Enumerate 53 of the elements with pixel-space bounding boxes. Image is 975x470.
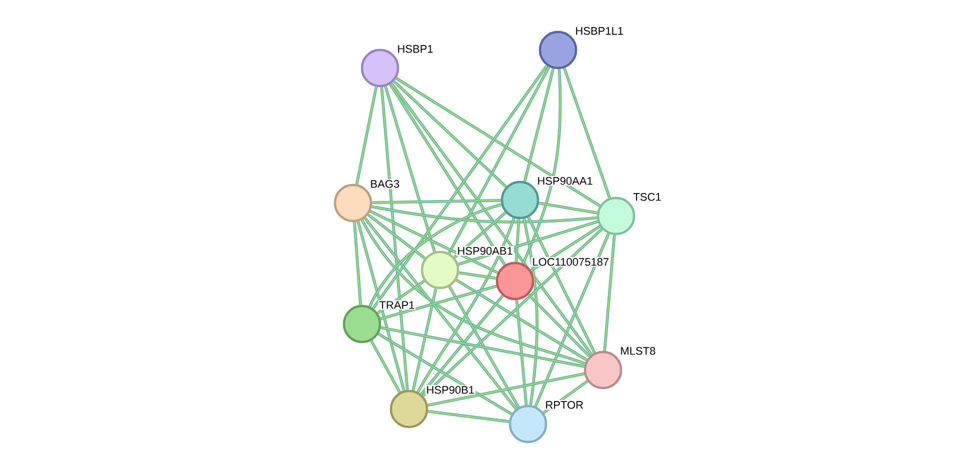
interaction-line [367,214,426,260]
node-label: MLST8 [619,346,657,356]
interaction-line [458,271,496,280]
interaction-line [420,294,504,396]
interaction-line [427,372,585,407]
node-label: RPTOR [544,400,584,410]
interaction-line [370,210,498,274]
interaction-line [534,233,610,407]
node-label: HSBP1 [396,44,434,54]
interaction-line [603,234,616,352]
interaction-line [448,286,520,408]
node-label: HSP90AA1 [536,176,594,186]
interaction-line [392,80,508,188]
interaction-line [562,68,612,198]
interaction-line [456,278,588,362]
interaction-line [428,410,510,423]
interaction-line [356,221,406,391]
interaction-line [448,66,550,254]
interaction-line [422,228,603,397]
interaction-line [380,326,584,368]
interaction-line [522,218,538,406]
interaction-line [372,64,548,310]
interaction-line [523,68,555,182]
interaction-line [389,83,506,266]
interaction-line [527,216,596,354]
interaction-line [353,222,362,306]
interaction-line [538,202,598,214]
interaction-line [412,288,438,391]
interaction-line [370,340,401,393]
interaction-line [378,332,512,416]
interaction-line [380,86,409,390]
node-label: LOC110075187 [531,257,610,267]
interaction-line [360,219,586,365]
node-label: HSP90AB1 [456,246,514,256]
node-label: HSP90B1 [425,385,476,395]
node-label: TRAP1 [378,300,416,310]
interaction-line [372,198,501,204]
interaction-line [368,203,502,308]
interaction-line [390,82,593,356]
interaction-line [364,217,518,410]
interaction-line [384,86,436,252]
interaction-line [355,86,378,185]
interaction-line [522,69,562,264]
interaction-line [395,76,601,208]
interaction-line [416,218,516,393]
interaction-line [372,205,598,224]
interaction-line [515,300,528,406]
node-label: TSC1 [632,192,662,202]
node-label: HSBP1L1 [574,26,624,36]
interaction-line [380,284,497,320]
interaction-line [514,218,520,262]
node-label: BAG3 [369,179,401,189]
interaction-line [527,294,591,358]
